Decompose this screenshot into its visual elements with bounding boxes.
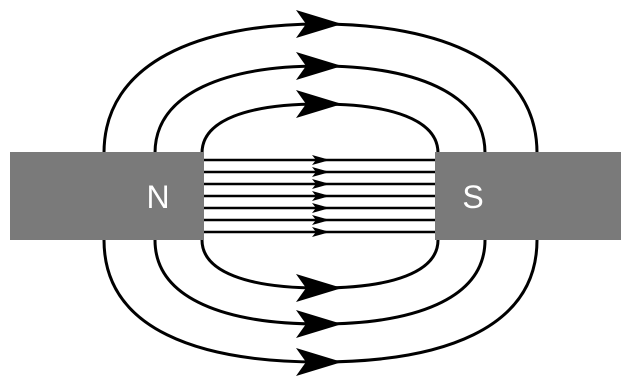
north-pole-label: N (146, 179, 169, 215)
top-field-loop-inner (202, 104, 438, 153)
top-field-loop-outer (104, 24, 537, 153)
bottom-field-loop-inner (202, 240, 438, 288)
south-pole-label: S (462, 179, 483, 215)
north-pole-block (10, 152, 204, 240)
bottom-field-loop-outer (104, 240, 537, 362)
